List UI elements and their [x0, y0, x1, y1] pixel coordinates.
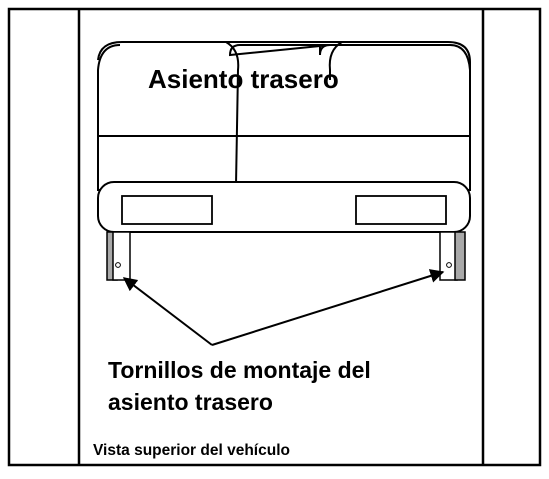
arrow-head-icon — [211, 269, 445, 346]
seat-label: Asiento trasero — [148, 64, 339, 94]
table-frame — [7, 7, 542, 467]
callout-arrows — [122, 269, 445, 346]
bolt-hole-icon — [115, 262, 121, 268]
callout-label-line2: asiento trasero — [108, 389, 273, 415]
callout-label-line1: Tornillos de montaje del — [108, 357, 371, 383]
bolt-hole-icon — [446, 262, 452, 268]
view-caption: Vista superior del vehículo — [93, 442, 290, 459]
right-mounting-bracket — [439, 231, 466, 281]
seat-cushion — [97, 181, 471, 233]
left-mounting-bracket — [106, 231, 131, 281]
arrow-head-icon — [122, 277, 213, 346]
seat-back — [97, 41, 471, 191]
